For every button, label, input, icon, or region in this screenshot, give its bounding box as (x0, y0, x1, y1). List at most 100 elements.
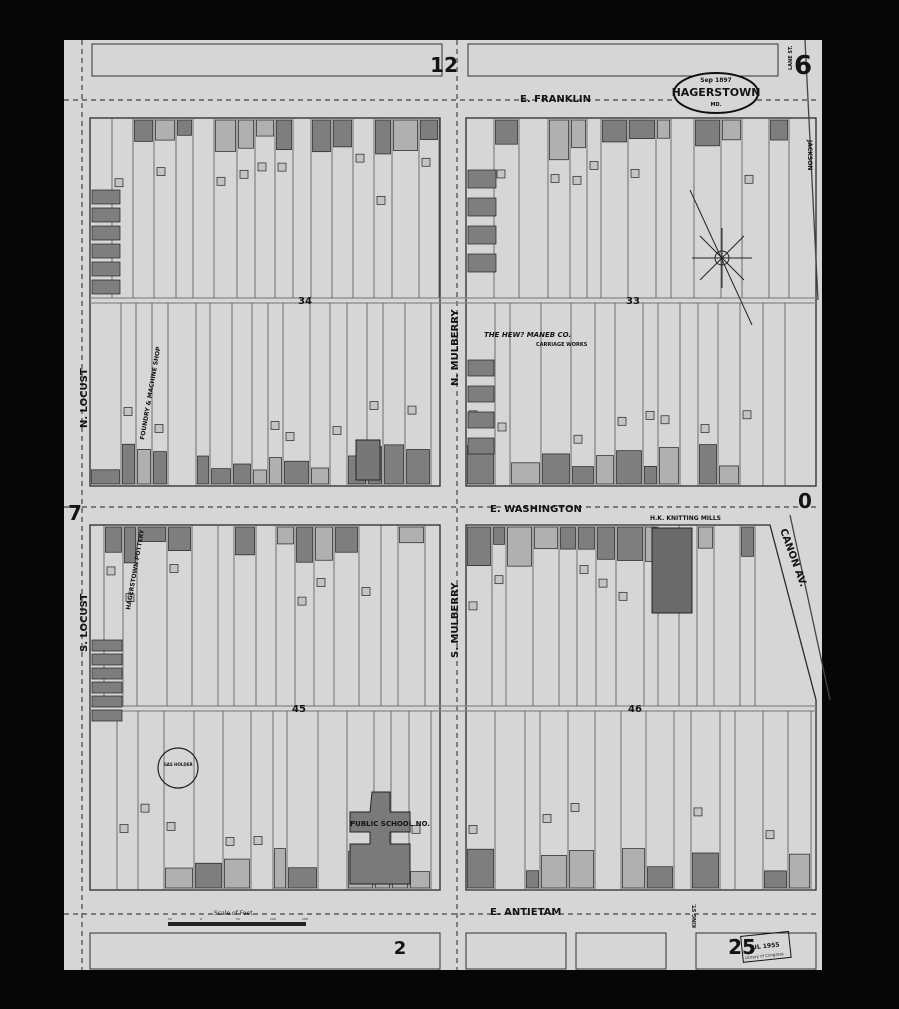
building (699, 444, 717, 485)
outbuilding (225, 837, 235, 846)
street-franklin: E. FRANKLIN (520, 94, 591, 105)
building (692, 852, 719, 889)
building (410, 871, 430, 889)
building (155, 119, 175, 141)
scale-label: Scale of Feet (214, 910, 253, 917)
building (134, 119, 153, 142)
paper (64, 40, 822, 970)
outbuilding (645, 410, 655, 420)
block-33 (465, 117, 817, 487)
svg-text:JUL 1955: JUL 1955 (749, 941, 780, 951)
outbuilding (411, 825, 421, 834)
building (274, 848, 286, 889)
building (91, 653, 123, 666)
street-king: KING ST. (692, 904, 698, 928)
building (406, 449, 430, 485)
street-s-mulberry: S. MULBERRY (450, 582, 461, 658)
building (578, 526, 595, 550)
building (355, 439, 381, 481)
building (467, 437, 495, 455)
buildings (91, 119, 810, 889)
building (393, 119, 418, 151)
block-number: 45 (292, 704, 306, 715)
building (333, 119, 352, 148)
outbuilding (572, 175, 582, 185)
svg-text:0: 0 (200, 917, 202, 921)
building (467, 385, 495, 403)
library-stamp: JUL 1955 Library of Congress (740, 930, 792, 963)
building (647, 866, 673, 889)
building (629, 119, 655, 139)
outbuilding (361, 587, 371, 596)
outbuilding (355, 153, 365, 163)
block-46 (465, 524, 817, 891)
building (657, 119, 670, 139)
block-45 (89, 524, 441, 891)
outbuilding (468, 824, 478, 834)
building (549, 119, 569, 161)
street-n-mulberry: N. MULBERRY (450, 309, 461, 386)
building (617, 526, 643, 561)
label-carriage-co: THE HEW? MANEB CO. (484, 331, 571, 339)
building (256, 119, 274, 137)
outbuilding (693, 807, 703, 817)
outbuilding (765, 830, 775, 840)
building (91, 261, 121, 277)
building (224, 858, 250, 889)
svg-text:Library of Congress: Library of Congress (745, 951, 784, 960)
outbuilding (270, 421, 280, 430)
building (467, 411, 495, 429)
adjacent-block-bottom-mid2 (575, 932, 667, 970)
adjacent-block-bottom-right (695, 932, 817, 970)
street-washington: E. WASHINGTON (490, 504, 582, 515)
building (177, 119, 192, 136)
building (168, 526, 191, 551)
outbuilding (285, 432, 295, 441)
building (269, 457, 282, 485)
outbuilding (630, 169, 640, 178)
svg-text:150: 150 (302, 917, 308, 921)
building (195, 862, 222, 889)
building (764, 870, 787, 889)
building (467, 526, 491, 567)
outbuilding (589, 161, 599, 170)
building (507, 526, 532, 567)
building (467, 848, 494, 889)
building (122, 443, 135, 485)
adjacent-block-top-left (91, 43, 443, 77)
outbuilding (497, 422, 507, 432)
street-lane: LANE ST. (788, 45, 794, 70)
building (467, 225, 497, 245)
blocks (89, 39, 831, 891)
adjacent-sheet-left: 7 (68, 501, 82, 525)
outbuilding (239, 169, 249, 179)
street-antietam: E. ANTIETAM (490, 907, 561, 918)
building (542, 453, 570, 485)
label-public-school: PUBLIC SCHOOL NO. (350, 820, 430, 828)
building (467, 253, 497, 273)
jackson-edge (804, 39, 819, 301)
outbuilding (119, 824, 129, 833)
building (467, 197, 497, 217)
building (91, 279, 121, 295)
building (541, 855, 567, 889)
outbuilding (332, 426, 342, 435)
building (137, 449, 151, 485)
label-knitting-mills: H.K. KNITTING MILLS (650, 515, 721, 522)
building (288, 867, 317, 889)
building (91, 243, 121, 259)
building (534, 526, 558, 550)
outbuilding (123, 407, 133, 416)
building (495, 119, 518, 145)
building (789, 853, 810, 889)
building (91, 207, 121, 223)
sheet-number: 6 (794, 51, 812, 81)
building (602, 119, 627, 143)
building (770, 119, 788, 141)
compass-rose-icon (689, 189, 753, 326)
public-school-building (349, 791, 411, 885)
outbuilding (253, 836, 263, 845)
outbuilding (494, 575, 504, 585)
building (296, 526, 313, 563)
